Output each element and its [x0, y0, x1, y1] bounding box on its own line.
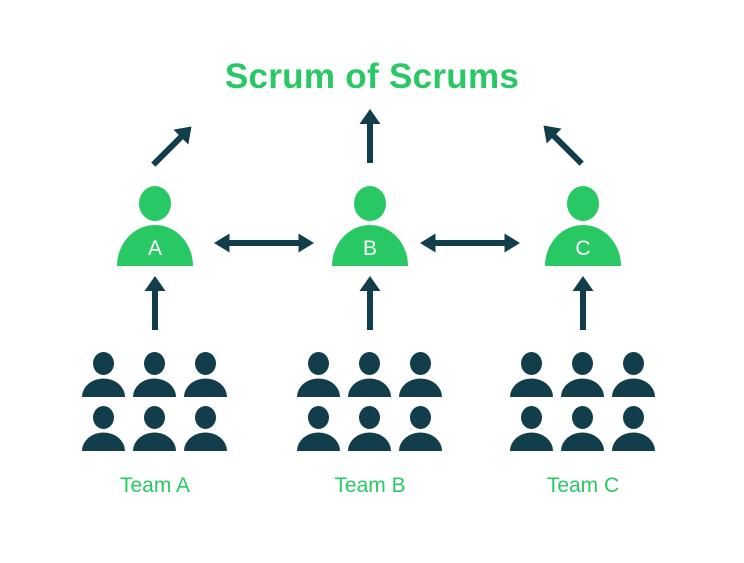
person-icon	[82, 406, 125, 451]
team-a-label: Team A	[119, 474, 191, 497]
team-a-up-arrow-icon	[144, 276, 166, 330]
person-icon	[184, 406, 227, 451]
diagram-title: Scrum of Scrums	[224, 57, 520, 96]
team-c-members	[509, 352, 656, 451]
person-icon	[510, 352, 553, 397]
person-icon	[510, 406, 553, 451]
person-icon	[133, 352, 176, 397]
scrum-master-a-person-icon: A	[117, 186, 193, 266]
person-icon	[399, 406, 442, 451]
scrum-master-a-label: A	[148, 237, 162, 260]
team-c-label: Team C	[546, 474, 620, 497]
team-c-up-arrow-icon	[572, 276, 594, 330]
person-icon	[612, 352, 655, 397]
person-icon	[561, 406, 604, 451]
person-icon	[82, 352, 125, 397]
scrum-master-b-label: B	[363, 237, 377, 260]
person-icon	[133, 406, 176, 451]
diagonal-up-left-arrow-icon	[536, 118, 590, 172]
person-icon	[561, 352, 604, 397]
person-icon	[184, 352, 227, 397]
scrum-master-c-label: C	[575, 237, 590, 260]
person-icon	[297, 352, 340, 397]
up-arrow-icon	[359, 109, 381, 163]
person-icon	[399, 352, 442, 397]
team-b-members	[296, 352, 443, 451]
person-icon	[348, 352, 391, 397]
person-icon	[297, 406, 340, 451]
scrum-master-c-person-icon: C	[545, 186, 621, 266]
diagonal-up-right-arrow-icon	[145, 119, 199, 173]
team-a-members	[81, 352, 228, 451]
person-icon	[348, 406, 391, 451]
double-headed-arrow-b-c-icon	[420, 233, 520, 253]
scrum-master-b-person-icon: B	[332, 186, 408, 266]
team-b-label: Team B	[334, 474, 406, 497]
person-icon	[612, 406, 655, 451]
team-b-up-arrow-icon	[359, 276, 381, 330]
double-headed-arrow-a-b-icon	[214, 233, 314, 253]
